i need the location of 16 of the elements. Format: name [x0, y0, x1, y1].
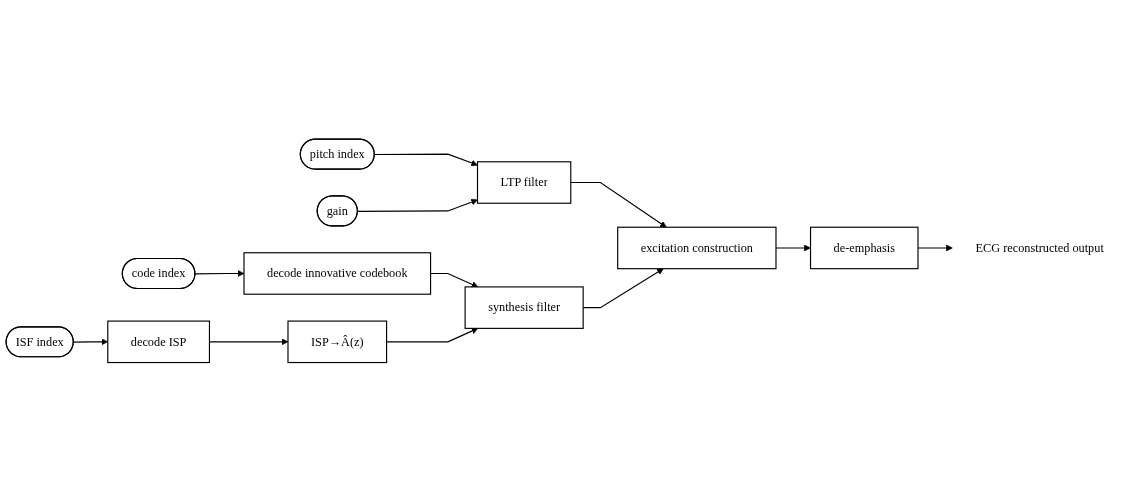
arrow [570, 182, 667, 228]
node-text: ECG reconstructed output [975, 241, 1104, 255]
arrow [386, 327, 479, 343]
arrow [430, 273, 479, 288]
node-box: decode ISP [107, 320, 211, 364]
arrow [194, 270, 245, 277]
arrow [357, 199, 478, 213]
arrow [374, 153, 478, 167]
node-box: decode innovative codebook [243, 252, 432, 295]
arrow [775, 244, 811, 252]
arrow [917, 244, 953, 252]
node-box: de-emphasis [809, 226, 919, 270]
node-box: excitation construction [617, 226, 777, 270]
node-box: ISP→Â(z) [287, 320, 388, 364]
node-box: synthesis filter [464, 286, 584, 330]
node-box: LTP filter [476, 161, 572, 204]
